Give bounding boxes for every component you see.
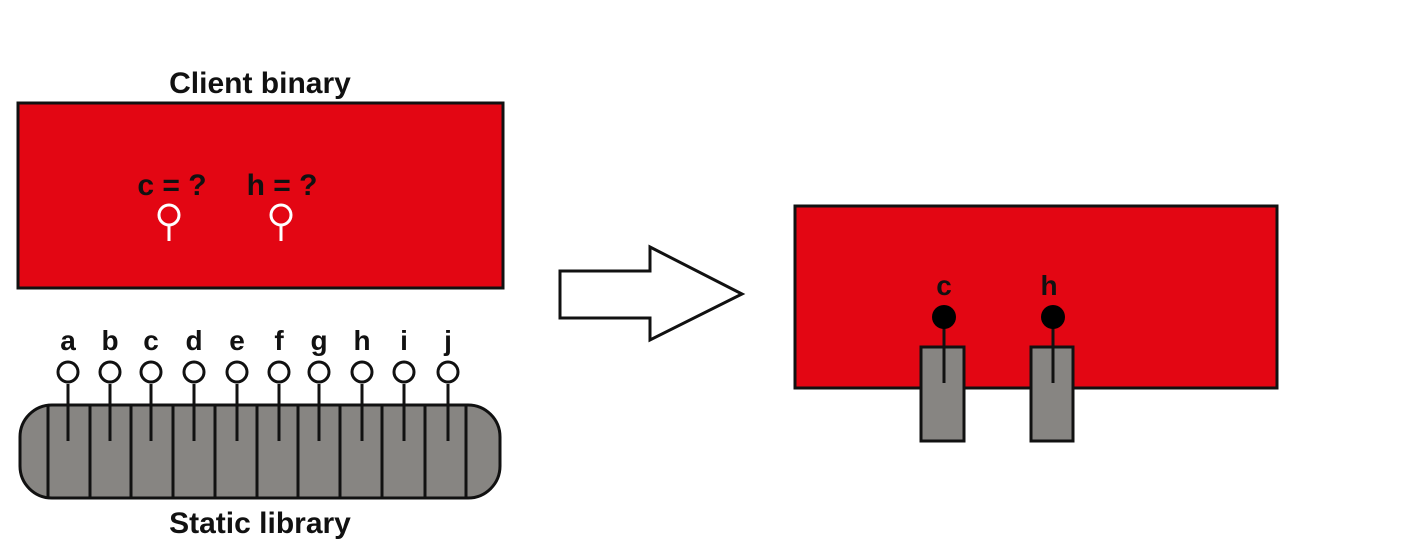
library-label-h: h	[353, 325, 370, 356]
library-label-e: e	[229, 325, 245, 356]
transform-arrow-icon	[558, 244, 746, 343]
unresolved-pin-c	[157, 203, 181, 227]
library-pin-a	[56, 360, 80, 384]
client-binary: Client binary c = ? h = ?	[16, 67, 505, 290]
library-symbol-h: h	[350, 325, 374, 441]
library-pin-d	[182, 360, 206, 384]
linked-binary: c h	[793, 204, 1279, 443]
library-pin-c	[139, 360, 163, 384]
resolved-pin-c	[932, 305, 956, 329]
client-binary-title: Client binary	[169, 67, 351, 100]
static-library-title: Static library	[169, 507, 351, 540]
unresolved-label-h: h = ?	[247, 169, 318, 202]
client-binary-box	[16, 101, 505, 290]
library-label-d: d	[185, 325, 202, 356]
linked-symbol-h: h	[1029, 270, 1075, 443]
library-symbol-d: d	[182, 325, 206, 441]
library-label-a: a	[60, 325, 76, 356]
library-symbol-i: i	[392, 325, 416, 441]
library-label-g: g	[310, 325, 327, 356]
library-symbol-c: c	[139, 325, 163, 441]
unresolved-label-c: c = ?	[137, 169, 206, 202]
library-label-c: c	[143, 325, 159, 356]
unresolved-symbol-c: c = ?	[137, 169, 207, 241]
library-label-b: b	[101, 325, 118, 356]
library-pin-e	[225, 360, 249, 384]
library-symbol-f: f	[267, 325, 291, 441]
library-pin-h	[350, 360, 374, 384]
library-symbol-j: j	[436, 325, 460, 441]
library-symbol-g: g	[307, 325, 331, 441]
unresolved-symbol-h: h = ?	[247, 169, 318, 241]
linked-symbol-c: c	[919, 270, 966, 443]
library-pin-j	[436, 360, 460, 384]
library-symbol-b: b	[98, 325, 122, 441]
library-symbol-a: a	[56, 325, 80, 441]
linked-label-c: c	[936, 270, 952, 301]
library-segment-dividers	[46, 406, 468, 497]
library-pin-g	[307, 360, 331, 384]
linked-label-h: h	[1040, 270, 1057, 301]
library-label-f: f	[274, 325, 284, 356]
library-label-j: j	[443, 325, 452, 356]
library-pin-i	[392, 360, 416, 384]
library-label-i: i	[400, 325, 408, 356]
library-symbol-e: e	[225, 325, 249, 441]
library-pin-b	[98, 360, 122, 384]
library-pin-f	[267, 360, 291, 384]
resolved-pin-h	[1041, 305, 1065, 329]
static-library-body	[18, 403, 502, 500]
unresolved-pin-h	[269, 203, 293, 227]
